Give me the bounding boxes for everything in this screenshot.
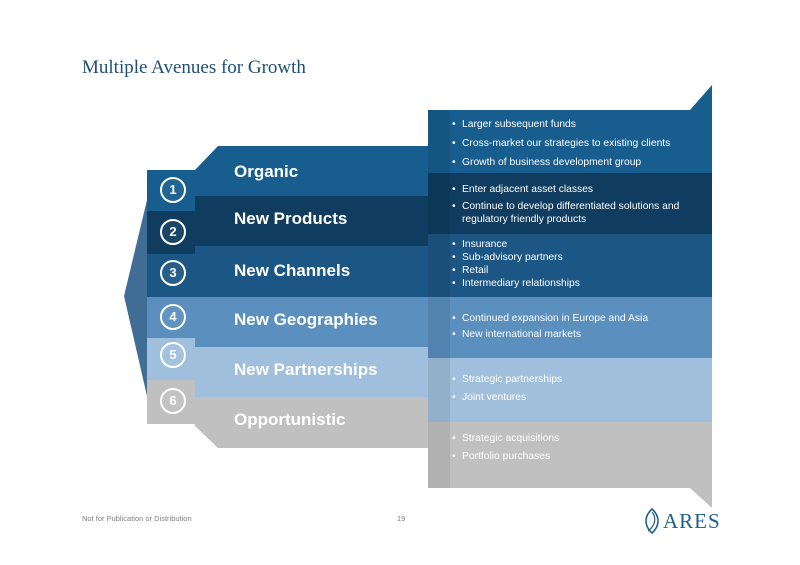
ares-logo: ARES — [643, 508, 721, 534]
list-item: New international markets — [452, 328, 702, 341]
avenue-number-5: 5 — [160, 342, 186, 368]
footer-confidentiality: Not for Publication or Distribution — [82, 514, 192, 523]
detail-list-new-geographies: Continued expansion in Europe and Asia N… — [452, 312, 702, 341]
ribbon-band-5 — [195, 347, 428, 397]
detail-list-new-channels: Insurance Sub-advisory partners Retail I… — [452, 238, 692, 290]
ribbon-band-1 — [195, 146, 428, 196]
detail-list-opportunistic: Strategic acquisitions Portfolio purchas… — [452, 432, 692, 463]
list-item: Continue to develop differentiated solut… — [452, 200, 682, 226]
detail-list-organic: Larger subsequent funds Cross-market our… — [452, 118, 702, 169]
list-item: Strategic partnerships — [452, 373, 692, 386]
avenue-number-6: 6 — [160, 388, 186, 414]
avenue-number-1: 1 — [160, 177, 186, 203]
ribbon-band-4 — [195, 297, 428, 347]
avenue-label-new-products: New Products — [234, 209, 348, 228]
list-item: Intermediary relationships — [452, 277, 692, 290]
avenue-number-4: 4 — [160, 304, 186, 330]
list-item: Portfolio purchases — [452, 450, 692, 463]
avenue-label-new-channels: New Channels — [234, 261, 351, 280]
list-item: Larger subsequent funds — [452, 118, 702, 131]
ribbon-left-tip — [124, 200, 147, 396]
detail-list-new-products: Enter adjacent asset classes Continue to… — [452, 183, 682, 226]
page-title: Multiple Avenues for Growth — [82, 57, 306, 78]
avenue-label-organic: Organic — [234, 162, 299, 181]
avenue-number-3: 3 — [160, 260, 186, 286]
avenue-number-2: 2 — [160, 219, 186, 245]
ribbon-band-2 — [195, 196, 428, 246]
ares-leaf-icon — [645, 508, 659, 534]
fold-shadow — [428, 110, 450, 488]
ribbon-band-6 — [195, 397, 428, 448]
detail-list-new-partnerships: Strategic partnerships Joint ventures — [452, 373, 692, 404]
list-item: Growth of business development group — [452, 156, 702, 169]
list-item: Insurance — [452, 238, 692, 251]
ribbon-band-3 — [195, 246, 428, 297]
avenue-label-opportunistic: Opportunistic — [234, 410, 346, 429]
list-item: Joint ventures — [452, 391, 692, 404]
list-item: Cross-market our strategies to existing … — [452, 137, 702, 150]
list-item: Enter adjacent asset classes — [452, 183, 682, 196]
avenue-label-new-geographies: New Geographies — [234, 310, 378, 329]
avenue-label-new-partnerships: New Partnerships — [234, 360, 378, 379]
list-item: Sub-advisory partners — [452, 251, 692, 264]
page-number: 19 — [397, 514, 406, 523]
logo-text: ARES — [663, 508, 721, 533]
list-item: Continued expansion in Europe and Asia — [452, 312, 702, 325]
list-item: Retail — [452, 264, 692, 277]
list-item: Strategic acquisitions — [452, 432, 692, 445]
